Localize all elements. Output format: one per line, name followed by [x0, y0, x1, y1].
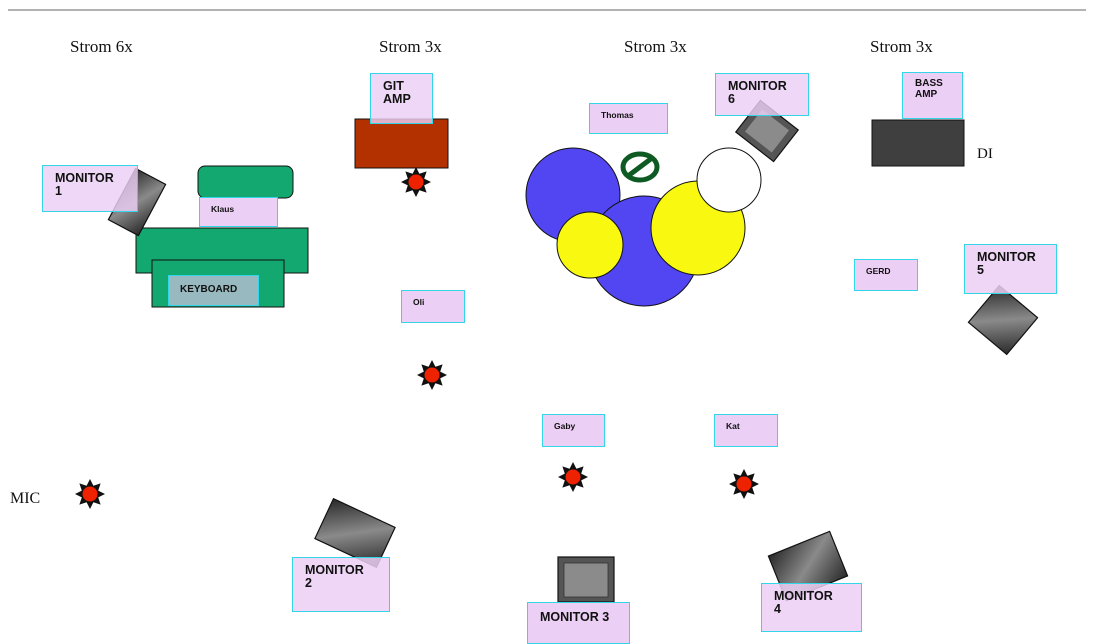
person-label-thomas: Thomas [589, 103, 668, 134]
mic-icon [416, 359, 448, 391]
bass-amp-label: BASS AMP [902, 72, 963, 119]
git-amp-cabinet [354, 118, 449, 169]
drum-kit [525, 147, 762, 307]
mic-icon [74, 478, 106, 510]
mic-icon [728, 468, 760, 500]
mic-icon [400, 166, 432, 198]
monitor-2-label: MONITOR 2 [292, 557, 390, 612]
monitor-4-label: MONITOR 4 [761, 583, 862, 632]
monitor-6-label: MONITOR 6 [715, 73, 809, 116]
bass-amp-cabinet [871, 119, 965, 167]
mic-label: MIC [10, 490, 41, 507]
monitor-3-wedge [557, 556, 615, 603]
power-label-6x: Strom 6x [70, 37, 133, 56]
monitor-5-label: MONITOR 5 [964, 244, 1057, 294]
monitor-2-wedge [314, 497, 396, 569]
di-label: DI [977, 146, 993, 162]
person-label-gaby: Gaby [542, 414, 605, 447]
person-label-kat: Kat [714, 414, 778, 447]
person-label-oli: Oli [401, 290, 465, 323]
mic-icon [557, 461, 589, 493]
monitor-5-wedge [967, 284, 1039, 356]
monitor-3-label: MONITOR 3 [527, 602, 630, 644]
power-label-3x: Strom 3x [624, 37, 687, 56]
no-entry-sign [620, 151, 660, 183]
person-label-gerd: GERD [854, 259, 918, 291]
power-label-3x: Strom 3x [379, 37, 442, 56]
keyboard-label: KEYBOARD [168, 275, 259, 306]
git-amp-label: GIT AMP [370, 73, 433, 124]
power-label-3x: Strom 3x [870, 37, 933, 56]
monitor-1-label: MONITOR 1 [42, 165, 138, 212]
person-label-klaus: Klaus [199, 197, 278, 227]
